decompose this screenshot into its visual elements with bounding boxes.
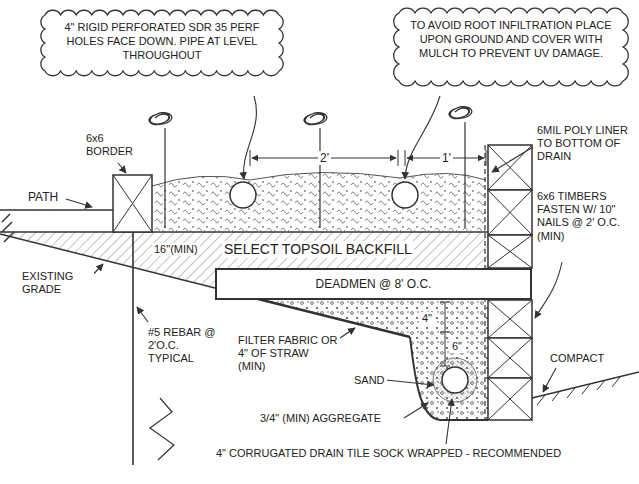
node-text: 4" RIGID PERFORATED SDR 35 PERF HOLES FA… <box>56 21 268 62</box>
existing-grade <box>0 234 488 420</box>
deadman-timber: DEADMEN @ 8' O.C. <box>215 268 532 300</box>
perforated-pipes <box>230 182 418 208</box>
plants <box>149 107 472 228</box>
annotation-label: 2' <box>318 151 331 165</box>
annotation-label: 6x6 TIMBERS FASTEN W/ 10" NAILS @ 2' O.C… <box>535 190 635 243</box>
callout-cloud: TO AVOID ROOT INFILTRATION PLACE UPON GR… <box>390 4 632 90</box>
mulch-layer <box>152 172 486 232</box>
compacted-ground <box>532 372 639 405</box>
annotation-label: FILTER FABRIC OR 4" OF STRAW (MIN) <box>236 334 340 374</box>
callout-cloud: 4" RIGID PERFORATED SDR 35 PERF HOLES FA… <box>36 6 288 80</box>
annotation-label: 4" CORRUGATED DRAIN TILE SOCK WRAPPED - … <box>214 447 563 460</box>
annotation-label: PATH <box>26 190 60 204</box>
annotation-label: 6MIL POLY LINER TO BOTTOM OF DRAIN <box>535 124 635 164</box>
annotation-label: 6x6 BORDER <box>84 132 140 158</box>
node-text: TO AVOID ROOT INFILTRATION PLACE UPON GR… <box>410 19 612 60</box>
annotation-label: COMPACT <box>548 352 606 365</box>
annotation-label: 16"(MIN) <box>152 243 200 256</box>
annotation-label: 6" <box>450 340 464 353</box>
node-text: DEADMEN @ 8' O.C. <box>316 277 432 292</box>
annotation-label: SELECT TOPSOIL BACKFILL <box>222 241 414 258</box>
annotation-label: 3/4" (MIN) AGGREGATE <box>258 412 383 425</box>
annotation-label: SAND <box>352 374 387 387</box>
sand-bedding <box>433 358 477 402</box>
annotation-label: #5 REBAR @ 2'O.C. TYPICAL <box>146 326 222 366</box>
border-timber <box>113 175 152 232</box>
cloud-outline-path <box>394 8 629 86</box>
annotation-label: 1' <box>440 151 453 165</box>
leader-lines <box>66 96 562 444</box>
annotation-label: 4" <box>420 312 434 325</box>
annotation-label: EXISTING GRADE <box>20 270 94 296</box>
cloud-outline-path <box>41 10 283 75</box>
